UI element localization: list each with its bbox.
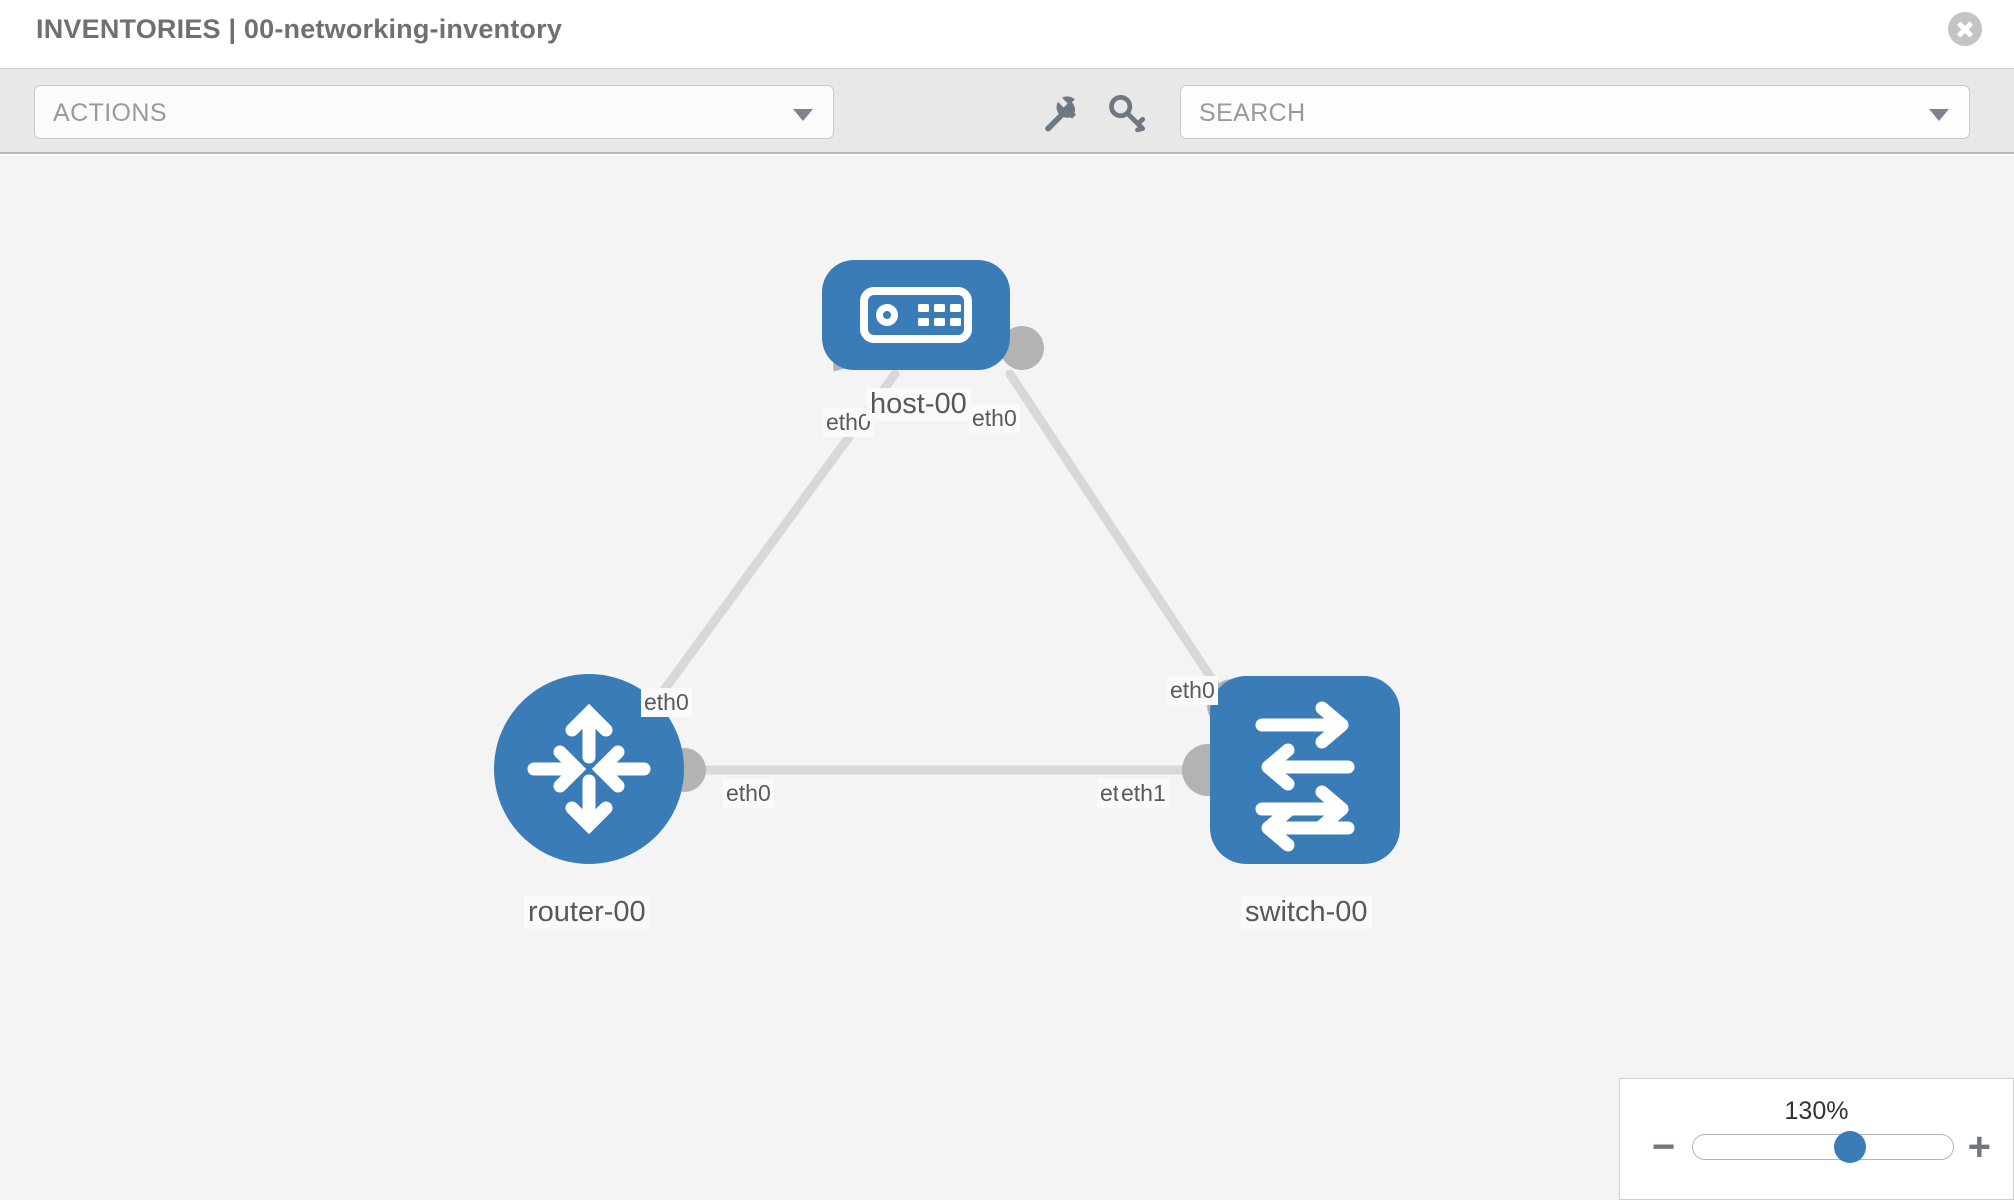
wrench-icon[interactable]: [1038, 91, 1082, 135]
topology-canvas[interactable]: eth0 eth0 eth0 eth0 eth0 eth0 eth1 host-…: [0, 156, 2014, 1200]
edge-label-router-up-eth: eth0: [641, 688, 692, 717]
router-icon: [527, 703, 651, 835]
node-label-router-00: router-00: [524, 896, 650, 929]
edge-group: [635, 369, 1238, 775]
node-switch-00[interactable]: [1210, 676, 1400, 864]
edge-label-host-right-eth: eth0: [969, 404, 1020, 433]
zoom-in-button[interactable]: +: [1967, 1125, 1991, 1169]
chevron-down-icon: [1929, 109, 1949, 121]
edge-label-switch-up-eth: eth0: [1167, 676, 1218, 705]
edge-label-switch-left-eth-b: eth1: [1118, 779, 1169, 808]
search-placeholder-label: SEARCH: [1199, 99, 1306, 127]
zoom-out-button[interactable]: −: [1652, 1125, 1676, 1169]
node-host-00[interactable]: [822, 260, 1010, 370]
server-icon: [860, 287, 972, 343]
zoom-level-value: 130%: [1784, 1097, 1849, 1125]
edge-label-host-left-eth: eth0: [823, 408, 874, 437]
zoom-control-panel: 130% − +: [1619, 1078, 2014, 1200]
key-icon[interactable]: [1106, 91, 1150, 135]
port-host-right-dot: [1000, 326, 1044, 370]
switch-icon: [1255, 701, 1355, 852]
node-label-switch-00: switch-00: [1241, 896, 1372, 929]
edge-host-switch: [1005, 369, 1238, 716]
actions-dropdown[interactable]: ACTIONS: [34, 85, 834, 139]
page-title: INVENTORIES | 00-networking-inventory: [36, 14, 563, 44]
search-input[interactable]: SEARCH: [1180, 85, 1970, 139]
page-header: INVENTORIES | 00-networking-inventory: [0, 0, 2014, 68]
toolbar: ACTIONS SEARCH: [0, 68, 2014, 154]
node-label-host-00: host-00: [866, 388, 971, 421]
chevron-down-icon: [793, 109, 813, 121]
zoom-slider[interactable]: [1692, 1131, 1954, 1163]
actions-dropdown-label: ACTIONS: [53, 99, 167, 127]
zoom-slider-thumb[interactable]: [1834, 1131, 1867, 1163]
edge-label-router-right-eth: eth0: [723, 779, 774, 808]
server-icon-vents: [918, 304, 961, 326]
node-router-00[interactable]: [494, 674, 684, 864]
close-icon[interactable]: [1948, 12, 1982, 46]
topology-graph: [494, 260, 1400, 864]
